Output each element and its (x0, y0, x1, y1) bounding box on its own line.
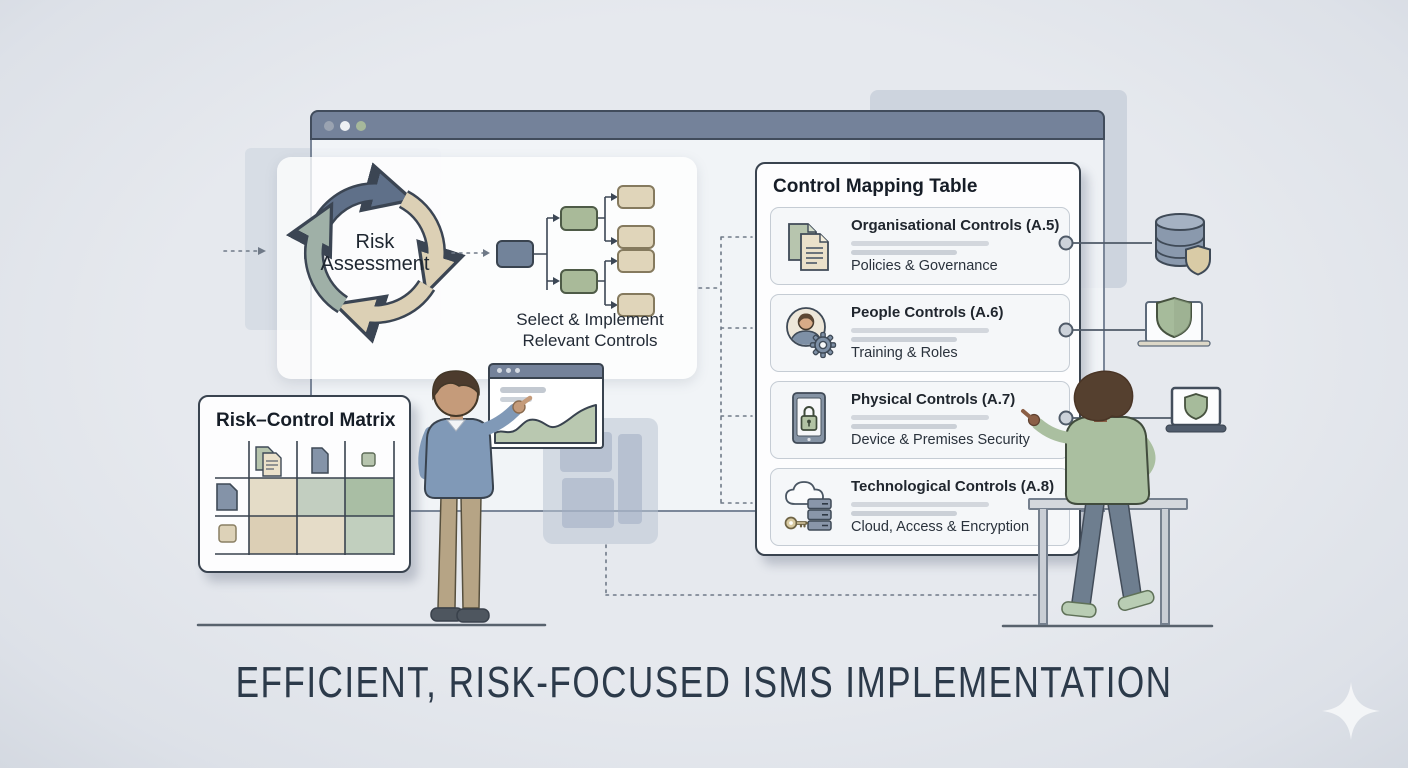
control-item-a7: Physical Controls (A.7) Device & Premise… (770, 381, 1070, 459)
laptop-shield-icon (1137, 296, 1211, 347)
person-left-leg (437, 495, 458, 609)
control-item-title: Organisational Controls (A.5) (851, 217, 1060, 234)
documents-icon (255, 446, 282, 477)
person-right-hair (1073, 370, 1134, 422)
ghost-block (618, 434, 642, 524)
window-control-icon (497, 368, 502, 373)
control-mapping-table: Control Mapping Table Organisational Con… (755, 162, 1081, 556)
ghost-block (562, 478, 614, 528)
connector-dot (1058, 235, 1074, 251)
tablet-lock-icon (792, 392, 826, 444)
placeholder-bar (500, 397, 532, 402)
connector-dot (1058, 322, 1074, 338)
browser-title-bar (310, 110, 1105, 140)
window-control-icon (340, 121, 350, 131)
connector-dot (1058, 410, 1074, 426)
documents-icon (788, 223, 829, 271)
laptop-shield-screen-icon (1165, 386, 1227, 433)
placeholder-bar (851, 328, 989, 333)
risk-control-matrix-title: Risk–Control Matrix (216, 410, 396, 431)
control-item-a5: Organisational Controls (A.5) Policies &… (770, 207, 1070, 285)
person-left (418, 370, 533, 623)
control-item-a6: People Controls (A.6) Training & Roles (770, 294, 1070, 372)
placeholder-bar (851, 337, 957, 342)
tan-square-icon (218, 524, 237, 543)
window-control-icon (515, 368, 520, 373)
placeholder-bar (851, 424, 957, 429)
person-left-torso (423, 418, 495, 499)
control-item-title: People Controls (A.6) (851, 304, 1004, 321)
tree-root-node (496, 240, 534, 268)
placeholder-bar (851, 511, 957, 516)
cloud-server-key-icon (784, 481, 832, 531)
placeholder-bar (851, 502, 989, 507)
control-mapping-table-title: Control Mapping Table (773, 176, 978, 197)
ghost-wireframe-panel (543, 418, 658, 544)
small-green-square-icon (361, 452, 376, 467)
headline: EFFICIENT, RISK-FOCUSED ISMS IMPLEMENTAT… (0, 658, 1408, 706)
control-item-subtitle: Policies & Governance (851, 258, 998, 274)
risk-control-matrix: Risk–Control Matrix (198, 395, 411, 573)
controls-selection-tree (496, 185, 655, 317)
placeholder-bar (500, 387, 546, 393)
area-chart-icon (494, 404, 597, 444)
person-right (1021, 370, 1156, 618)
risk-cycle-label: Risk Assessment (320, 231, 430, 275)
person-right-leg (1071, 501, 1105, 607)
control-item-subtitle: Device & Premises Security (851, 432, 1030, 448)
window-control-icon (324, 121, 334, 131)
chart-window-bar (488, 363, 604, 379)
headline-text: EFFICIENT, RISK-FOCUSED ISMS IMPLEMENTAT… (235, 658, 1173, 707)
control-item-a8: Technological Controls (A.8) Cloud, Acce… (770, 468, 1070, 546)
person-left-hair (432, 370, 480, 401)
document-icon (216, 483, 238, 511)
person-right-torso (1064, 416, 1151, 505)
matrix-grid (215, 441, 395, 555)
control-item-subtitle: Cloud, Access & Encryption (851, 519, 1030, 535)
tree-caption: Select & Implement Relevant Controls (516, 310, 664, 350)
person-right-shoe (1061, 601, 1097, 618)
placeholder-bar (851, 250, 957, 255)
placeholder-bar (851, 415, 989, 420)
control-item-title: Physical Controls (A.7) (851, 391, 1016, 408)
window-control-icon (506, 368, 511, 373)
desk-leg (1038, 509, 1048, 625)
desk-leg (1160, 509, 1170, 625)
person-gear-icon (786, 307, 837, 359)
risk-assessment-cycle-icon (285, 162, 466, 344)
control-item-subtitle: Training & Roles (851, 345, 958, 361)
window-control-icon (356, 121, 366, 131)
control-item-title: Technological Controls (A.8) (851, 478, 1055, 495)
sparkle-icon (1322, 682, 1380, 740)
document-icon (311, 447, 329, 474)
database-shield-icon (1155, 213, 1211, 276)
placeholder-bar (851, 241, 989, 246)
